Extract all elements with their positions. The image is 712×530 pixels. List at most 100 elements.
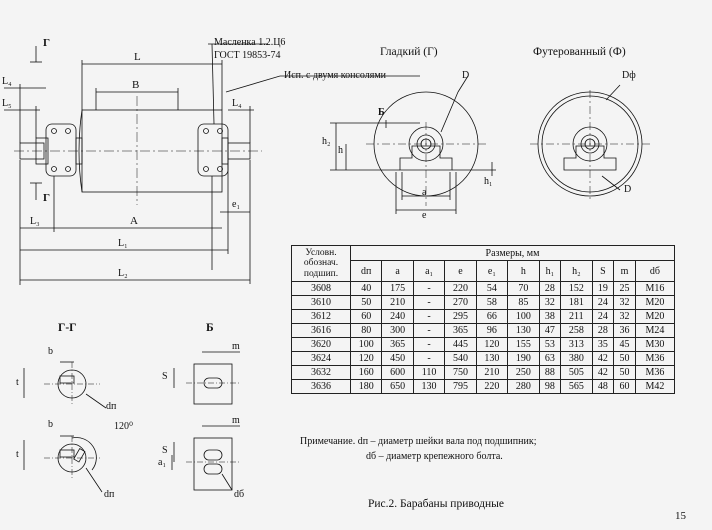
dim-h1: h₁ [484, 176, 493, 187]
table-cell: 38 [538, 309, 562, 324]
table-cell: 211 [560, 309, 593, 324]
table-cell: 96 [475, 323, 509, 338]
table-cell: 54 [475, 281, 509, 296]
table-cell: 270 [444, 295, 477, 310]
dim-m-1: m [232, 341, 240, 352]
table-cell: M16 [634, 281, 676, 296]
dim-a: a [422, 187, 427, 198]
figure-caption: Рис.2. Барабаны приводные [368, 498, 504, 510]
table-cell: 750 [444, 365, 477, 380]
table-cell: 175 [381, 281, 414, 296]
column-header: h₁ [538, 260, 562, 282]
table-cell: 155 [507, 337, 540, 352]
column-header: e₁ [475, 260, 509, 282]
table-cell: 565 [560, 379, 593, 394]
column-header: a₁ [412, 260, 446, 282]
table-cell: 295 [444, 309, 477, 324]
table-cell: - [412, 323, 446, 338]
two-consoles-label: Исп. с двумя консолями [284, 70, 386, 81]
table-cell: 45 [613, 337, 636, 352]
table-cell: 120 [475, 337, 509, 352]
table-cell: 19 [591, 281, 615, 296]
table-cell: 240 [381, 309, 414, 324]
table-cell: 365 [444, 323, 477, 338]
table-cell: - [412, 295, 446, 310]
bearing-code-cell: 3608 [291, 281, 351, 296]
section-title-gg: Г-Г [58, 322, 77, 334]
table-cell: 130 [507, 323, 540, 338]
dim-L3: L₃ [30, 216, 40, 227]
table-cell: M24 [634, 323, 676, 338]
dim-A: A [130, 215, 138, 227]
table-cell: 32 [613, 295, 636, 310]
dim-h2: h₂ [322, 136, 331, 147]
table-cell: 60 [613, 379, 636, 394]
bearing-code-cell: 3624 [291, 351, 351, 366]
table-cell: 85 [507, 295, 540, 310]
column-header: S [591, 260, 615, 282]
table-cell: M42 [634, 379, 676, 394]
table-cell: 120 [349, 351, 383, 366]
table-cell: 32 [613, 309, 636, 324]
table-cell: 181 [560, 295, 593, 310]
oiler-label: Масленка 1.2.Ц6 [214, 37, 286, 48]
table-cell: M30 [634, 337, 676, 352]
section-mark-g-top: Г [43, 37, 50, 49]
dim-t-1: t [16, 377, 19, 388]
bearing-code-cell: 3620 [291, 337, 351, 352]
table-cell: 50 [349, 295, 383, 310]
dim-b-1: b [48, 346, 53, 357]
table-cell: 380 [560, 351, 593, 366]
bearing-code-cell: 3610 [291, 295, 351, 310]
oiler-gost-label: ГОСТ 19853-74 [214, 50, 281, 61]
table-cell: M20 [634, 309, 676, 324]
table-cell: 63 [538, 351, 562, 366]
table-cell: 66 [475, 309, 509, 324]
table-cell: 28 [591, 323, 615, 338]
dim-L2: L₂ [118, 268, 128, 279]
table-cell: 505 [560, 365, 593, 380]
table-cell: 100 [507, 309, 540, 324]
table-cell: 280 [507, 379, 540, 394]
table-cell: 365 [381, 337, 414, 352]
bearing-code-cell: 3616 [291, 323, 351, 338]
dim-e: e [422, 210, 427, 221]
bearing-code-cell: 3612 [291, 309, 351, 324]
table-cell: 53 [538, 337, 562, 352]
table-cell: 540 [444, 351, 477, 366]
table-cell: 600 [381, 365, 414, 380]
dim-L: L [134, 51, 141, 63]
table-cell: 180 [349, 379, 383, 394]
table-cell: 100 [349, 337, 383, 352]
bearing-code-cell: 3636 [291, 379, 351, 394]
column-header: e [444, 260, 477, 282]
table-cell: 35 [591, 337, 615, 352]
dim-t-2: t [16, 449, 19, 460]
table-cell: 250 [507, 365, 540, 380]
table-cell: 160 [349, 365, 383, 380]
table-cell: 220 [475, 379, 509, 394]
dim-h: h [338, 145, 343, 156]
right-bearing [197, 123, 229, 177]
table-cell: 50 [613, 365, 636, 380]
dim-S-2: S [162, 445, 168, 456]
dim-L4-right: L₄ [232, 98, 242, 109]
table-cell: - [412, 309, 446, 324]
table-cell: M20 [634, 295, 676, 310]
table-cell: 42 [591, 365, 615, 380]
table-cell: 130 [475, 351, 509, 366]
view-title-smooth: Гладкий (Г) [380, 46, 438, 58]
table-cell: 313 [560, 337, 593, 352]
table-cell: M36 [634, 351, 676, 366]
dim-Df: Dф [622, 70, 636, 81]
table-cell: 24 [591, 309, 615, 324]
table-cell: 98 [538, 379, 562, 394]
